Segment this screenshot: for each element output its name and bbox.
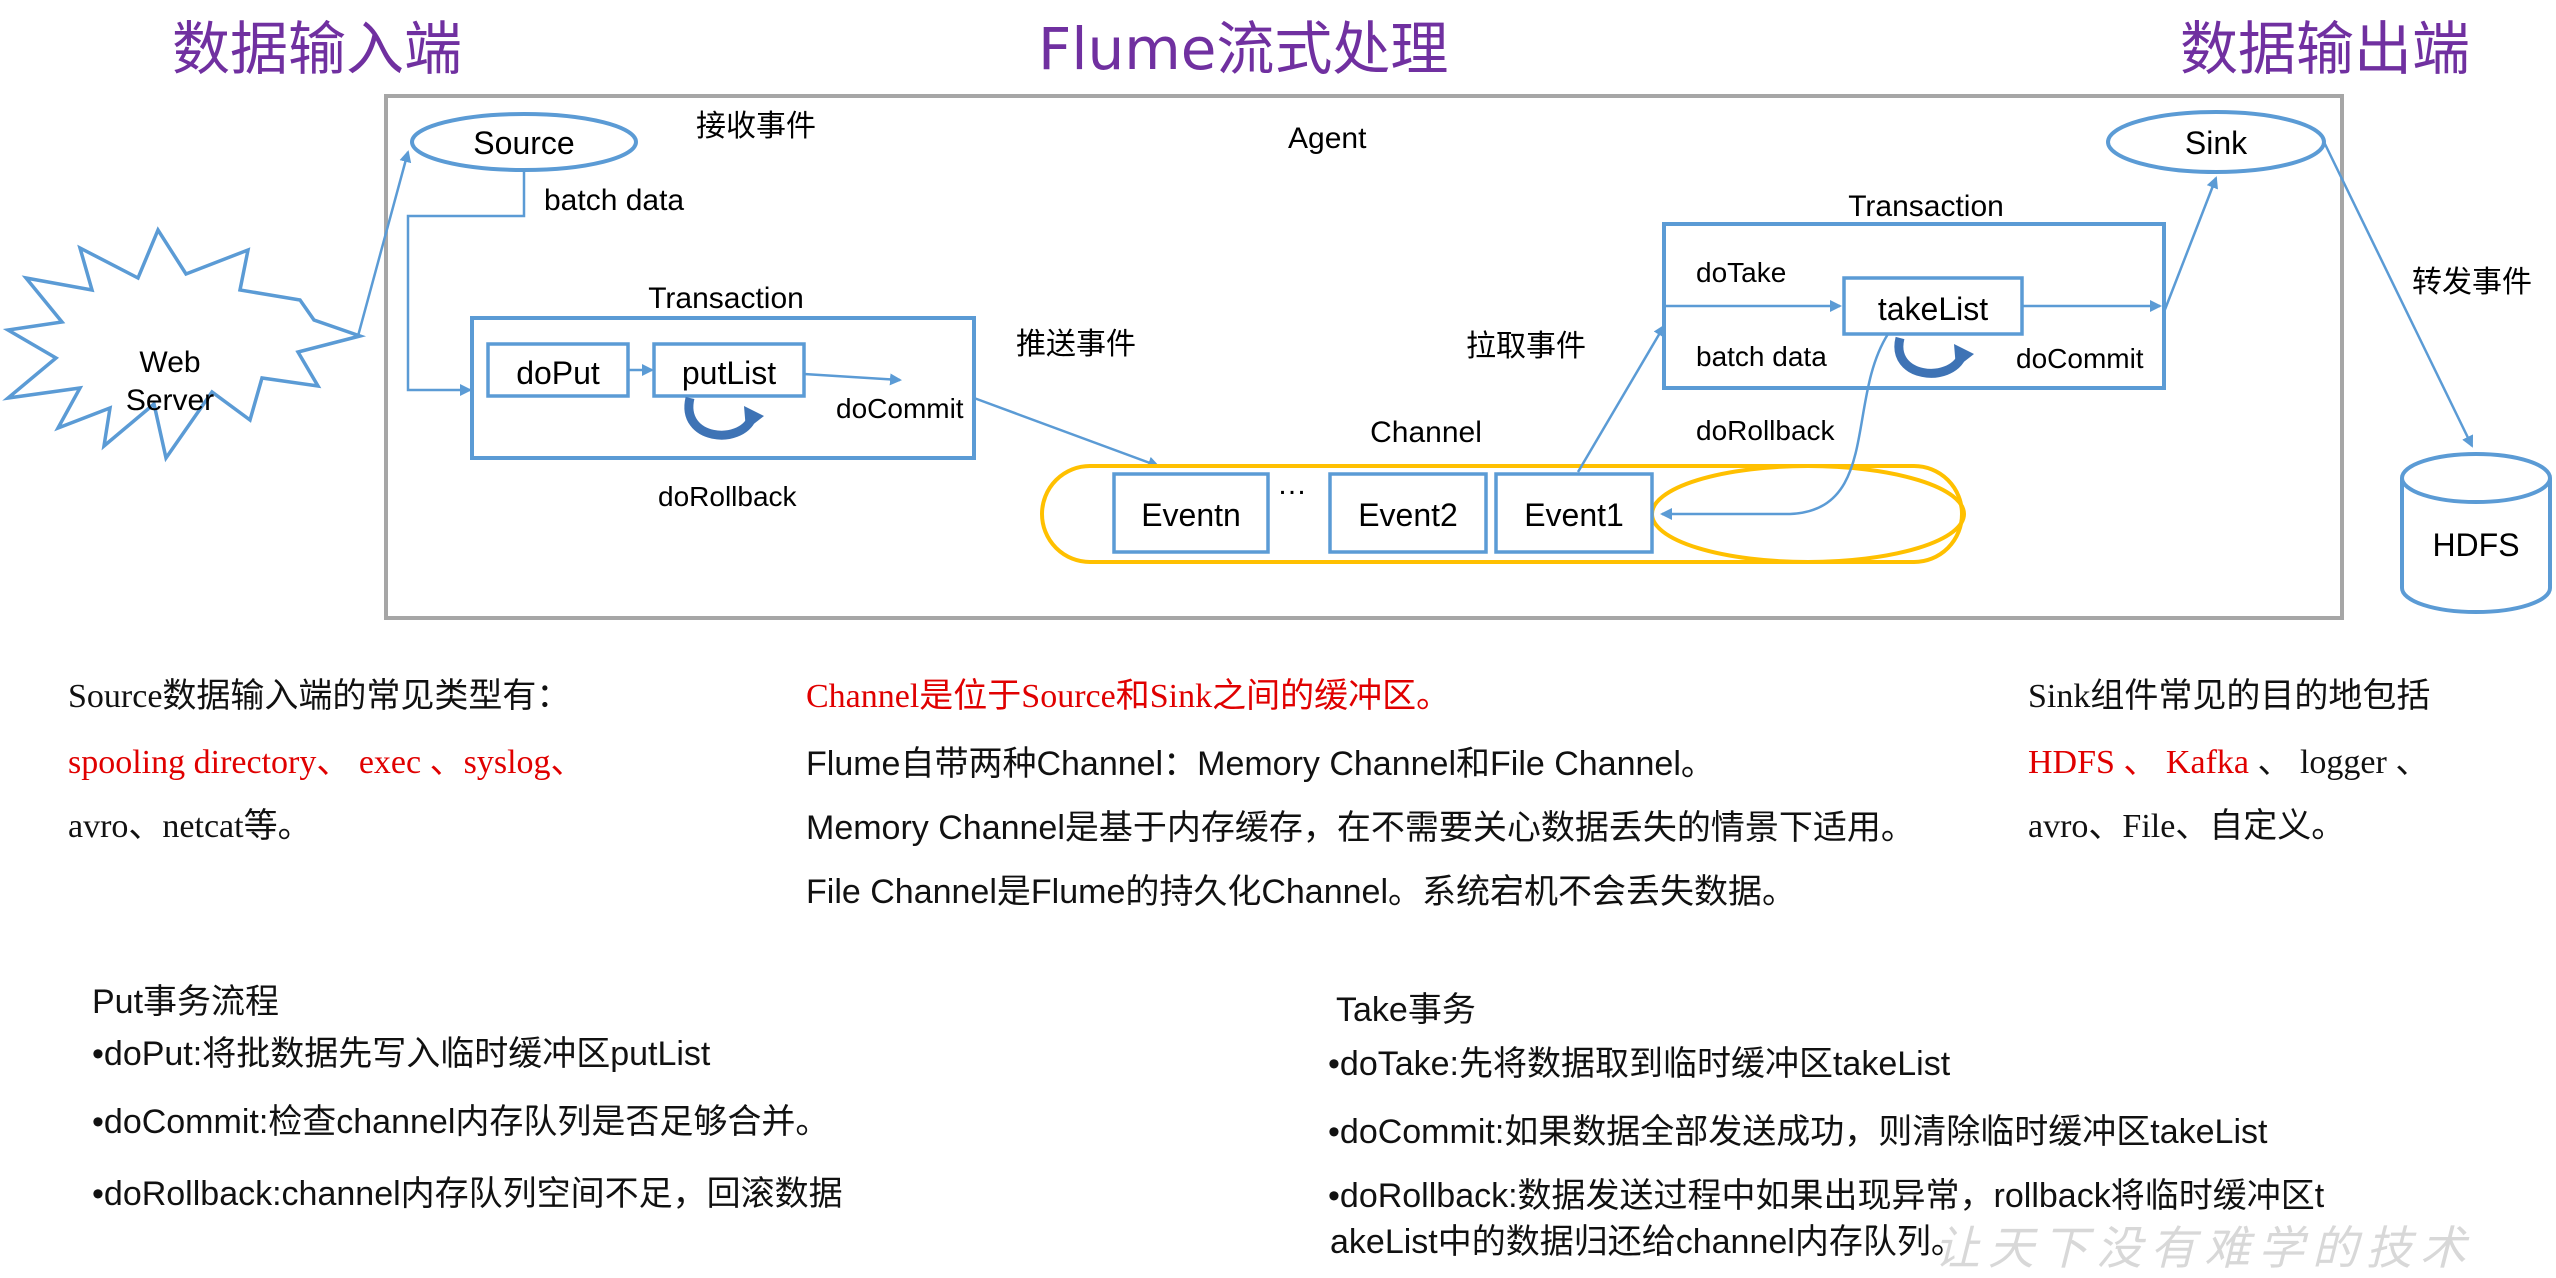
source-node: [410, 112, 638, 172]
sink-note-line3: avro、File、自定义。: [2028, 808, 2346, 845]
forward-event-label: 转发事件: [2412, 266, 2532, 299]
sink-note-line1: Sink组件常见的目的地包括: [2028, 678, 2431, 715]
pull-event-arrow: [1576, 324, 1666, 473]
hdfs-cylinder-top-icon: [2400, 452, 2552, 504]
event-n-label: Eventn: [1141, 497, 1241, 533]
take-transaction-label: Transaction: [1848, 190, 2004, 223]
put-process-item-2: •doCommit:检查channel内存队列是否足够合并。: [92, 1103, 830, 1141]
event-2-label: Event2: [1358, 497, 1458, 533]
take-rollback-arrow: [1660, 333, 1890, 520]
batch-data-right-label: batch data: [1696, 341, 1827, 372]
webserver-to-source-arrow: [356, 150, 412, 337]
put-process-item-1: •doPut:将批数据先写入临时缓冲区putList: [92, 1035, 711, 1073]
channel-note-line2: Flume自带两种Channel：Memory Channel和File Cha…: [806, 745, 1715, 783]
watermark: 让天下没有难学的技术: [1934, 1221, 2474, 1275]
take-process-item-1: •doTake:先将数据取到临时缓冲区takeList: [1328, 1045, 1951, 1083]
channel-label: Channel: [1370, 416, 1482, 449]
takelist-label: takeList: [1878, 291, 1988, 327]
sink-note-rest: 、 logger 、: [2248, 744, 2430, 781]
push-event-arrow: [973, 396, 1160, 469]
dotake-label: doTake: [1696, 257, 1786, 288]
event-n-box: [1112, 472, 1270, 554]
take-process-item-2: •doCommit:如果数据全部发送成功，则清除临时缓冲区takeList: [1328, 1113, 2268, 1151]
batch-data-left-label: batch data: [544, 184, 684, 217]
source-label: Source: [473, 125, 574, 161]
pull-event-label: 拉取事件: [1466, 330, 1586, 363]
docommit-right-label: doCommit: [2016, 343, 2144, 374]
take-rollback-loop-icon: [1894, 336, 1967, 378]
take-process-item-4: akeList中的数据归还给channel内存队列。: [1330, 1223, 1965, 1261]
doput-label: doPut: [516, 355, 600, 391]
put-process-title: Put事务流程: [92, 983, 280, 1021]
sink-note-red: HDFS 、 Kafka: [2028, 744, 2249, 781]
transaction-to-sink-arrow: [2162, 176, 2218, 313]
events-ellipsis: …: [1277, 468, 1307, 501]
take-process-title: Take事务: [1336, 991, 1476, 1029]
web-server-burst: [2, 226, 367, 463]
receive-event-label: 接收事件: [696, 110, 816, 143]
event-1-box: [1494, 472, 1654, 554]
web-server-line1: Web: [139, 346, 200, 379]
put-rollback-loop-icon: [684, 396, 757, 440]
take-process-item-3: •doRollback:数据发送过程中如果出现异常，rollback将临时缓冲区…: [1328, 1177, 2325, 1215]
take-rollback-loop-arrowhead-icon: [1954, 344, 1974, 368]
put-process-item-3: •doRollback:channel内存队列空间不足，回滚数据: [92, 1175, 843, 1213]
event-2-box: [1328, 472, 1488, 554]
take-transaction-box: [1662, 222, 2166, 390]
source-note-line3: avro、netcat等。: [68, 808, 312, 845]
hdfs-label: HDFS: [2432, 527, 2519, 563]
source-note-line2: spooling directory、 exec 、syslog、: [68, 744, 585, 781]
channel-note-line4: File Channel是Flume的持久化Channel。系统宕机不会丢失数据…: [806, 873, 1796, 911]
dorollback-right-label: doRollback: [1696, 415, 1836, 446]
push-event-label: 推送事件: [1016, 328, 1136, 361]
agent-label: Agent: [1288, 122, 1367, 155]
flume-flow-diagram: Agent Source 接收事件 batch data Web Server …: [2, 94, 2552, 620]
heading-flume: Flume流式处理: [1038, 15, 1449, 83]
dorollback-left-label: doRollback: [658, 481, 798, 512]
web-server-line2: Server: [126, 384, 214, 417]
channel-note-line3: Memory Channel是基于内存缓存，在不需要关心数据丢失的情景下适用。: [806, 809, 1915, 847]
put-transaction-label: Transaction: [648, 282, 804, 315]
agent-frame: [384, 94, 2344, 620]
put-transaction-box: [470, 316, 976, 460]
sink-label: Sink: [2185, 125, 2248, 161]
sink-note-line2: HDFS 、 Kafka 、 logger 、: [2028, 734, 2429, 783]
channel-note-line1: Channel是位于Source和Sink之间的缓冲区。: [806, 678, 1451, 715]
putlist-box: [652, 342, 806, 398]
heading-output: 数据输出端: [2180, 15, 2471, 83]
putlist-label: putList: [682, 355, 776, 391]
docommit-left-label: doCommit: [836, 393, 964, 424]
putlist-commit-arrow: [803, 372, 902, 386]
source-note-line1: Source数据输入端的常见类型有：: [68, 678, 571, 715]
source-to-transaction-arrow: [406, 172, 526, 396]
event-1-label: Event1: [1524, 497, 1624, 533]
doput-box: [486, 342, 630, 398]
heading-input: 数据输入端: [172, 15, 463, 83]
put-rollback-loop-arrowhead-icon: [744, 406, 764, 430]
hdfs-cylinder-body-icon: [2400, 478, 2552, 614]
sink-to-hdfs-arrow: [2322, 141, 2474, 448]
